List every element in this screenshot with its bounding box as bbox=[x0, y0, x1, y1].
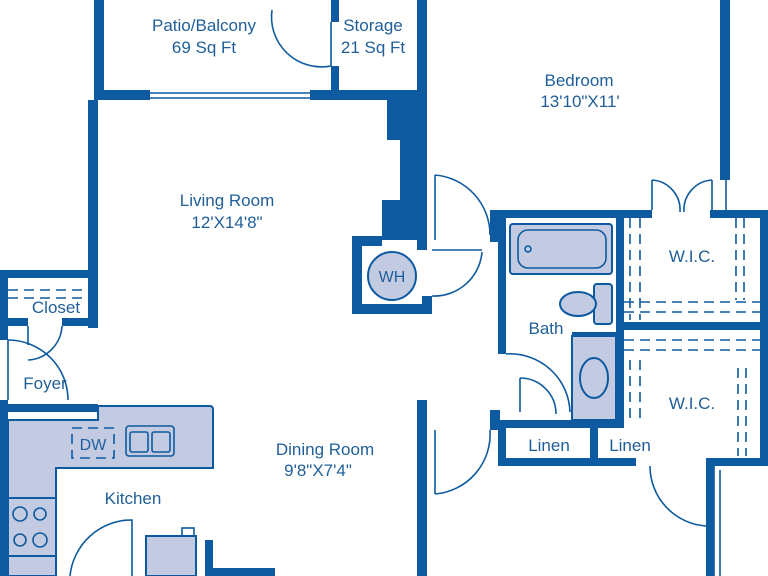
wall-segment bbox=[0, 412, 8, 576]
bathtub-basin bbox=[517, 229, 607, 269]
door-swing bbox=[649, 465, 707, 527]
door-swing bbox=[431, 249, 483, 297]
door-swing bbox=[683, 179, 713, 213]
wall-segment bbox=[498, 210, 506, 354]
door-swing bbox=[69, 519, 133, 576]
wall-segment bbox=[498, 458, 624, 466]
wall-segment bbox=[498, 420, 624, 428]
wall-segment bbox=[616, 210, 652, 218]
linen-left-name: Linen bbox=[528, 436, 570, 455]
stove bbox=[7, 497, 57, 557]
wic-upper-name: W.I.C. bbox=[669, 247, 715, 266]
wall-segment bbox=[590, 420, 598, 466]
dining-room-size: 9'8"X7'4" bbox=[284, 461, 352, 480]
door-swing bbox=[505, 353, 571, 413]
bath-sink bbox=[579, 357, 609, 399]
stove-burner bbox=[32, 532, 48, 548]
wall-segment bbox=[417, 0, 427, 100]
toilet-bowl bbox=[559, 291, 597, 317]
wall-segment bbox=[417, 400, 427, 576]
door-swing bbox=[519, 377, 557, 415]
dishwasher bbox=[71, 427, 115, 459]
kitchen-name: Kitchen bbox=[105, 489, 162, 508]
kitchen-sink-basin bbox=[129, 431, 149, 453]
wall-segment bbox=[205, 540, 213, 576]
bathtub bbox=[509, 223, 613, 275]
living-room-size: 12'X14'8" bbox=[191, 213, 262, 232]
wall-segment bbox=[0, 318, 28, 326]
wall-segment bbox=[94, 90, 150, 100]
fireplace bbox=[382, 100, 427, 240]
wall-segment bbox=[0, 270, 98, 278]
wic-lower-name: W.I.C. bbox=[669, 394, 715, 413]
wall-segment bbox=[710, 210, 768, 218]
refrigerator-handle bbox=[181, 527, 195, 537]
wall-segment bbox=[62, 318, 98, 326]
wall-segment bbox=[352, 236, 382, 246]
foyer-name: Foyer bbox=[23, 374, 67, 393]
wall-segment bbox=[331, 0, 339, 22]
water-heater bbox=[367, 251, 417, 301]
wall-segment bbox=[331, 66, 339, 100]
wall-segment bbox=[616, 210, 624, 422]
fixtures: WH DW bbox=[7, 223, 617, 576]
refrigerator bbox=[145, 535, 197, 576]
kitchen-sink bbox=[125, 425, 175, 457]
bedroom-name: Bedroom bbox=[545, 71, 614, 90]
room-labels: Patio/Balcony 69 Sq Ft Storage 21 Sq Ft … bbox=[23, 16, 715, 508]
wall-segment bbox=[498, 210, 626, 218]
wall-segment bbox=[490, 410, 500, 430]
patio-size: 69 Sq Ft bbox=[172, 38, 237, 57]
wall-segment bbox=[616, 458, 636, 466]
storage-size: 21 Sq Ft bbox=[341, 38, 406, 57]
water-heater-label: WH bbox=[379, 269, 406, 286]
bedroom-size: 13'10"X11' bbox=[540, 92, 619, 111]
wall-segment bbox=[310, 90, 427, 100]
wall-segment bbox=[498, 420, 506, 460]
wall-segment bbox=[490, 210, 500, 242]
living-room-name: Living Room bbox=[180, 191, 275, 210]
storage-name: Storage bbox=[343, 16, 403, 35]
wall-segment bbox=[94, 0, 104, 100]
wall-segment bbox=[760, 210, 768, 460]
dishwasher-label: DW bbox=[80, 437, 108, 454]
wall-segment bbox=[422, 296, 432, 314]
door-swing bbox=[434, 429, 491, 495]
door-swing bbox=[651, 179, 681, 213]
door-swing bbox=[27, 325, 63, 361]
wall-segment bbox=[213, 568, 275, 576]
door-swing bbox=[270, 9, 332, 68]
bathtub-drain bbox=[524, 245, 532, 253]
stove-burner bbox=[12, 506, 28, 522]
wall-segment bbox=[0, 270, 8, 340]
wall-segment bbox=[0, 404, 98, 412]
wall-segment bbox=[706, 458, 768, 466]
stove-burner bbox=[33, 507, 47, 521]
kitchen-sink-basin bbox=[151, 431, 171, 453]
wall-segment bbox=[616, 322, 768, 330]
wall-segment bbox=[88, 100, 98, 328]
linen-right-name: Linen bbox=[609, 436, 651, 455]
kitchen-counter bbox=[7, 405, 214, 576]
shelving bbox=[8, 218, 760, 456]
wall-segment bbox=[352, 304, 432, 314]
dining-room-name: Dining Room bbox=[276, 440, 374, 459]
door-swing bbox=[434, 174, 491, 240]
wall-segment bbox=[720, 0, 730, 180]
door-swings bbox=[7, 9, 727, 576]
bath-name: Bath bbox=[529, 319, 564, 338]
closet-name: Closet bbox=[32, 298, 80, 317]
door-swing bbox=[7, 339, 69, 401]
wall-segment bbox=[352, 236, 362, 314]
wall-segment bbox=[706, 458, 714, 576]
stove-burner bbox=[13, 533, 27, 547]
patio-name: Patio/Balcony bbox=[152, 16, 256, 35]
wall-segment bbox=[417, 236, 427, 250]
